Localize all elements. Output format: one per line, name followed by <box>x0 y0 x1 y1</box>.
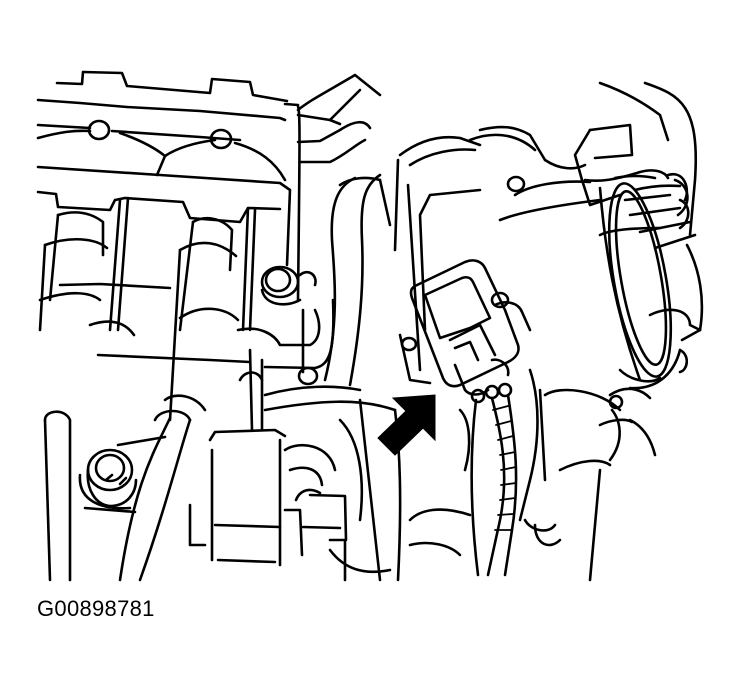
ignition-coils <box>36 190 282 422</box>
coolant-hose <box>263 173 397 412</box>
pointer-arrow <box>377 394 436 456</box>
throttle-body <box>378 81 698 372</box>
air-intake-duct <box>598 172 704 390</box>
lower-right-components <box>408 368 657 582</box>
left-bolt-and-hoses <box>43 394 207 582</box>
lower-center-block <box>188 348 402 582</box>
sensor-connector <box>398 259 532 404</box>
figure-id-caption: G00898781 <box>37 596 155 621</box>
wire-harness <box>470 393 518 577</box>
intake-manifold-cover <box>36 70 382 302</box>
